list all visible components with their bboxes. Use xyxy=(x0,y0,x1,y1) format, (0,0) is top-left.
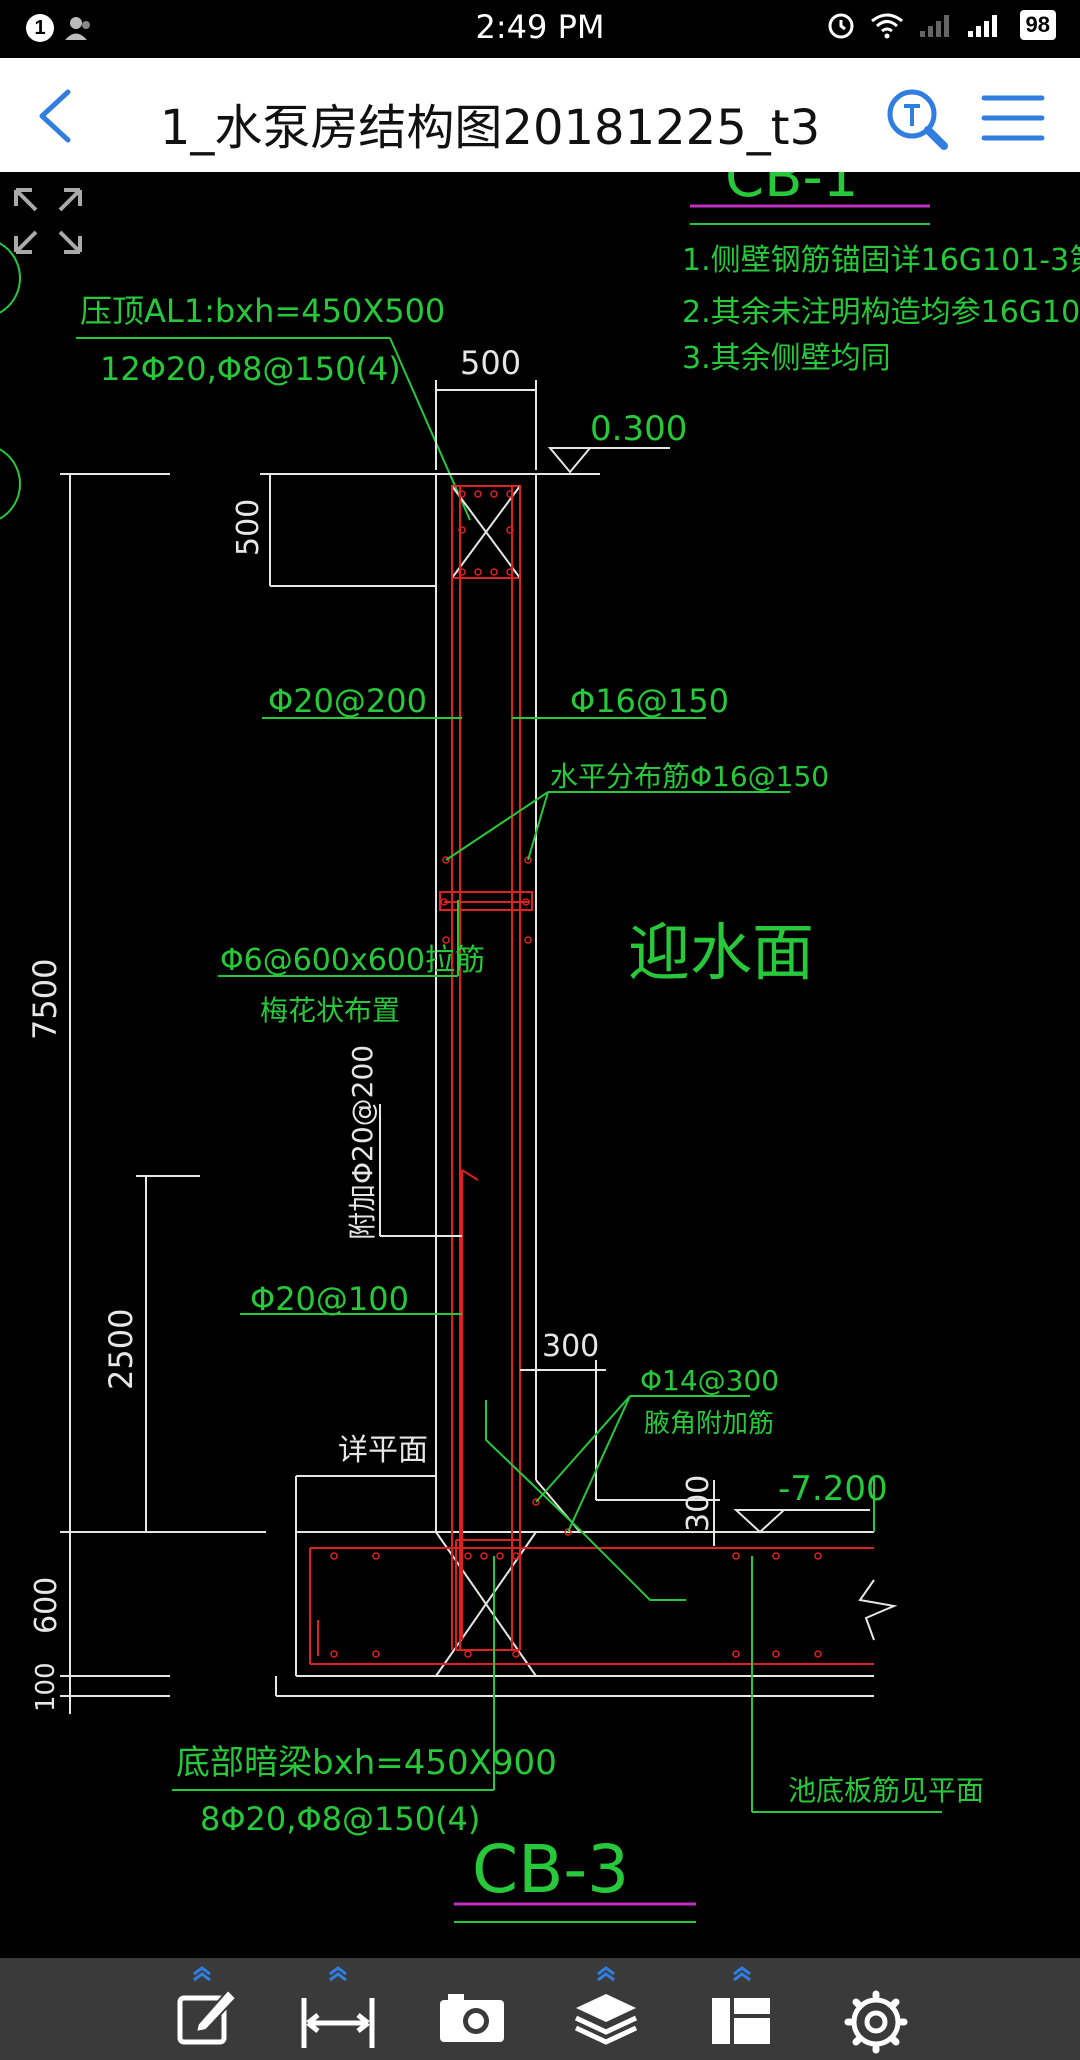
beam-top-rebar: 12Φ20,Φ8@150(4) xyxy=(100,350,401,388)
status-right: 98 xyxy=(826,10,1056,40)
fullscreen-icon[interactable] xyxy=(14,188,82,254)
dim-500-top: 500 xyxy=(460,344,521,382)
dim-300-vertical: 300 xyxy=(681,1475,716,1532)
detail-plan-label: 详平面 xyxy=(338,1433,428,1468)
signal-weak-icon xyxy=(919,15,949,37)
rebar-dots xyxy=(330,490,822,1658)
camera-icon[interactable] xyxy=(422,1958,522,2060)
elev-top: 0.300 xyxy=(590,409,687,449)
horizontal-distribution-bar: 水平分布筋Φ16@150 xyxy=(550,760,829,793)
rebar-lines xyxy=(309,485,874,1665)
elev-bottom: -7.200 xyxy=(778,1469,888,1509)
edit-icon[interactable] xyxy=(154,1958,254,2060)
slab-reinforcement-note: 池底板筋见平面 xyxy=(788,1774,984,1807)
back-icon[interactable] xyxy=(28,86,88,146)
measure-icon[interactable] xyxy=(288,1958,388,2060)
dim-300-horizontal: 300 xyxy=(542,1329,599,1364)
beam-top-label: 压顶AL1:bxh=450X500 xyxy=(80,292,445,330)
partial-circle xyxy=(0,242,21,314)
dim-100: 100 xyxy=(31,1662,61,1712)
bottom-beam-rebar: 8Φ20,Φ8@150(4) xyxy=(200,1800,480,1838)
partial-circle xyxy=(0,448,21,520)
tie-layout-label: 梅花状布置 xyxy=(260,994,400,1027)
rebar-bottom-left: Φ20@100 xyxy=(250,1280,409,1318)
contacts-icon xyxy=(65,17,90,40)
rebar-left: Φ20@200 xyxy=(268,682,427,720)
dim-600: 600 xyxy=(29,1577,64,1634)
battery-level: 98 xyxy=(1019,10,1056,40)
water-face-label: 迎水面 xyxy=(628,916,814,989)
dim-2500: 2500 xyxy=(102,1309,140,1390)
signal-strong-icon xyxy=(967,15,997,37)
layout-icon[interactable] xyxy=(690,1958,790,2060)
expand-chevrons xyxy=(193,1966,751,1982)
note-1: 1.侧壁钢筋锚固详16G101-3第64页---墙 xyxy=(682,243,1080,278)
page-title: 1_水泵房结构图20181225_t3 xyxy=(159,100,821,156)
drawing-canvas[interactable]: .g { fill:#27c83a; font-family:"DejaVu S… xyxy=(0,172,1080,1958)
bottom-toolbar xyxy=(0,1958,1080,2060)
notification-count-badge: 1 xyxy=(26,14,54,42)
settings-icon[interactable] xyxy=(826,1958,926,2060)
cad-drawing: .g { fill:#27c83a; font-family:"DejaVu S… xyxy=(0,172,1080,1923)
wall-outline xyxy=(260,473,898,1697)
haunch-reinforcement-label: 腋角附加筋 xyxy=(644,1409,774,1439)
rebar-right: Φ16@150 xyxy=(570,682,729,720)
status-left: 1 xyxy=(26,14,94,42)
note-2: 2.其余未注明构造均参16G101-3 xyxy=(682,295,1080,330)
toolbar-icons xyxy=(193,1966,751,1982)
section-title-top: CB-1 xyxy=(725,172,858,210)
menu-icon[interactable] xyxy=(980,88,1046,148)
text-search-icon[interactable] xyxy=(884,86,950,152)
wifi-icon xyxy=(870,13,903,39)
status-bar: 1 2:49 PM 98 xyxy=(0,0,1080,58)
status-time: 2:49 PM xyxy=(475,8,605,46)
app-bar: 1_水泵房结构图20181225_t3 xyxy=(0,58,1080,173)
dim-500-side: 500 xyxy=(231,499,266,556)
layers-icon[interactable] xyxy=(556,1958,656,2060)
alarm-icon xyxy=(828,13,854,39)
dim-7500: 7500 xyxy=(26,959,64,1040)
section-title-bottom: CB-3 xyxy=(472,1831,629,1908)
haunch-bar-label: Φ14@300 xyxy=(640,1364,779,1397)
bottom-beam-label: 底部暗梁bxh=450X900 xyxy=(176,1743,557,1783)
additional-bar-label: 附加Φ20@200 xyxy=(346,1045,379,1240)
note-3: 3.其余侧壁均同 xyxy=(682,341,891,376)
tie-bar-label: Φ6@600x600拉筋 xyxy=(220,943,485,978)
